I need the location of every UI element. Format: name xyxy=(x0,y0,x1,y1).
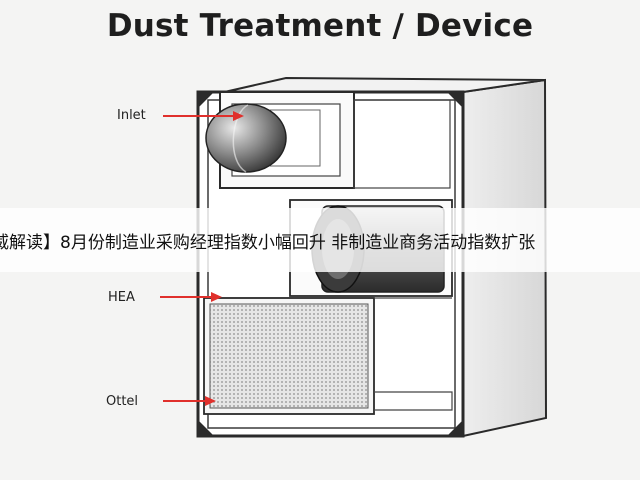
diagram-title: Dust Treatment / Device xyxy=(106,8,534,44)
corner-bracket-bottom-right xyxy=(447,420,463,436)
corner-bracket-bottom-left xyxy=(198,420,214,436)
arrow-hea xyxy=(160,292,222,302)
arrow-inlet xyxy=(163,111,244,121)
label-hea: HEA xyxy=(108,290,135,305)
label-ottel: Ottel xyxy=(106,394,139,409)
inlet-sphere xyxy=(205,103,287,173)
corner-bracket-top-right xyxy=(447,92,463,108)
news-ticker-banner[interactable]: 威解读】8月份制造业采购经理指数小幅回升 非制造业商务活动指数扩张 xyxy=(0,208,640,272)
news-ticker-text[interactable]: 威解读】8月份制造业采购经理指数小幅回升 非制造业商务活动指数扩张 xyxy=(0,233,536,253)
label-inlet: Inlet xyxy=(117,108,146,123)
filter-panel xyxy=(203,297,375,415)
corner-bracket-top-left xyxy=(198,92,214,108)
arrow-ottel xyxy=(163,396,216,406)
lower-shelf xyxy=(374,297,453,411)
